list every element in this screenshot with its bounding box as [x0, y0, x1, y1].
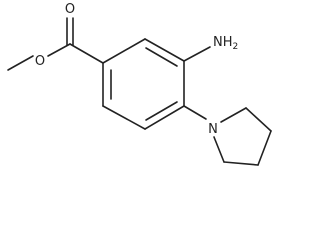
atom-label-pyrrolidine-nitrogen: N [208, 122, 218, 137]
atom-label-carbonyl-oxygen: O [65, 2, 75, 17]
pyrrolidine-bond-5 [213, 136, 225, 163]
ring-double-bond-top [145, 47, 178, 67]
ring-double-bond-bottom [145, 101, 178, 121]
amino-main-text: NH [213, 35, 233, 50]
pyrrolidine-bond-1 [220, 107, 247, 123]
bond-oxygen-carbonyl-carbon [47, 43, 71, 57]
bond-ring-to-nitrogen [183, 105, 207, 120]
amino-subscript: 2 [233, 42, 239, 52]
atom-label-methoxy-oxygen: O [35, 54, 45, 69]
ring-bond-5 [102, 105, 146, 130]
pyrrolidine-bond-4 [223, 161, 259, 166]
bond-methyl-oxygen [7, 55, 34, 71]
ring-bond-4 [144, 105, 185, 130]
ring-bond-2 [144, 38, 185, 62]
ring-bond-1 [102, 38, 146, 64]
atom-label-amino-group: NH2 [213, 35, 238, 52]
bond-carbonyl-to-ring [69, 43, 104, 64]
bond-ring-to-amino [183, 46, 211, 62]
chemical-structure: O O NH2 N [7, 2, 272, 166]
pyrrolidine-bond-2 [245, 107, 272, 132]
pyrrolidine-bond-3 [257, 130, 272, 166]
